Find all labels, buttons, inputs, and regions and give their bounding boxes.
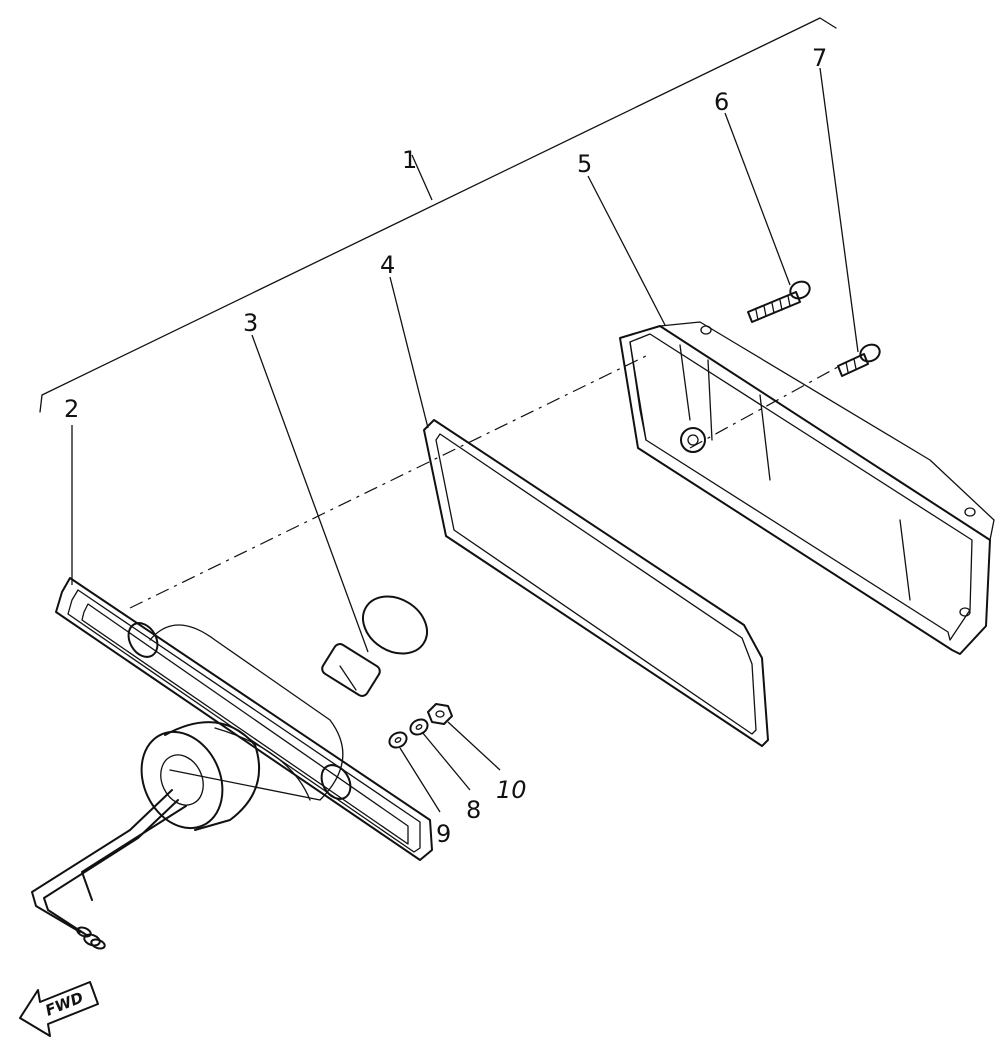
short-screw — [837, 343, 881, 377]
callout-4: 4 — [380, 251, 395, 279]
washer-8 — [409, 718, 429, 736]
leader-lines — [71, 67, 859, 813]
callout-labels: 1 2 3 4 5 6 7 8 9 10 — [64, 44, 827, 848]
callout-9: 9 — [436, 820, 451, 848]
callout-7: 7 — [812, 44, 827, 72]
washer-9 — [388, 731, 408, 749]
fwd-direction-arrow: FWD — [19, 981, 99, 1037]
callout-2: 2 — [64, 395, 79, 423]
nut-10 — [427, 703, 453, 725]
assembly-bracket — [39, 17, 837, 413]
lamp-base-housing — [31, 577, 433, 950]
arrow-left-icon — [19, 981, 99, 1037]
long-screw — [747, 280, 811, 323]
gasket — [423, 419, 769, 747]
callout-10: 10 — [496, 776, 527, 804]
callout-1: 1 — [402, 146, 417, 174]
lens — [619, 321, 995, 655]
bulb — [321, 595, 428, 697]
callout-5: 5 — [577, 150, 592, 178]
callout-6: 6 — [714, 88, 729, 116]
callout-3: 3 — [243, 309, 258, 337]
alignment-centerline — [129, 354, 846, 609]
callout-8: 8 — [466, 796, 481, 824]
